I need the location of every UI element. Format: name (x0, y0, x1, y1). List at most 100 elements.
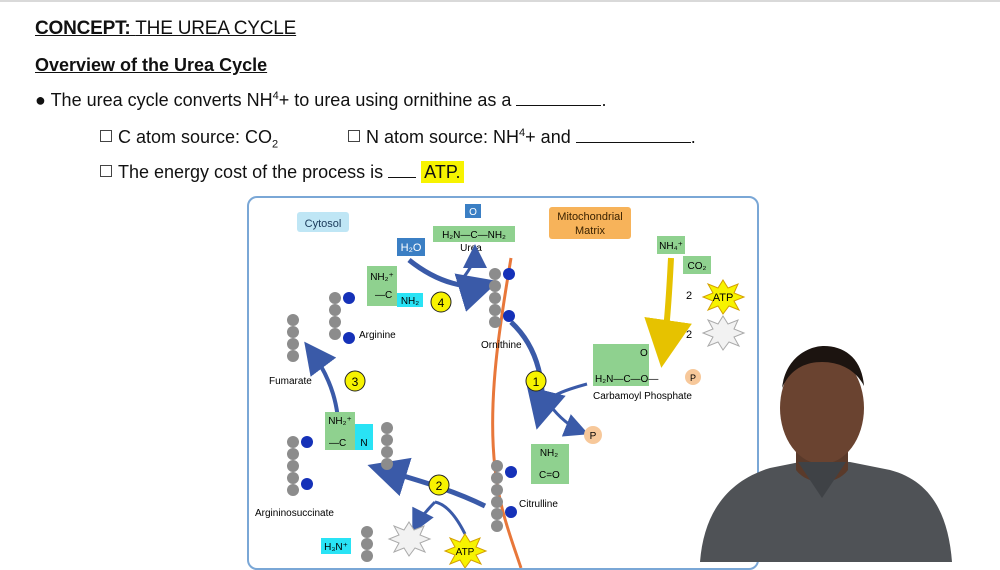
argsucc-nh-box (355, 424, 373, 450)
presenter-shirt (700, 460, 952, 562)
n-atom-sup: 4 (519, 127, 526, 139)
presenter-video (690, 330, 960, 562)
main-bullet-text-a: The urea cycle converts NH (50, 90, 273, 110)
step-2-marker (428, 474, 450, 496)
atp-in-arrow (434, 500, 467, 535)
argsucc-box (325, 412, 355, 450)
step-3-marker (344, 370, 366, 392)
bullet-dot-icon: ● (35, 90, 46, 110)
mitochondrial-membrane (491, 257, 523, 568)
energy-text: The energy cost of the process is (118, 162, 384, 182)
urea-cycle-diagram: Cytosol Mitochondrial Matrix O H₂N—C—NH₂… (247, 196, 759, 570)
arginine-c: —C (375, 290, 392, 301)
adp-count: 2 (686, 329, 692, 341)
energy-item: The energy cost of the process is ATP. (100, 161, 464, 183)
argsucc-n: N (360, 438, 367, 449)
atp-star-cyto (443, 533, 488, 568)
main-bullet-sup: 4 (272, 90, 279, 102)
h2o-label: H₂O (401, 242, 422, 254)
nh4-label: NH₄⁺ (659, 241, 683, 252)
atp-count: 2 (686, 290, 692, 302)
diagram-svg: Cytosol Mitochondrial Matrix O H₂N—C—NH₂… (255, 204, 746, 568)
mito-label-1: Mitochondrial (557, 211, 622, 223)
pi-label-2: P (690, 373, 696, 383)
argsucc-c: —C (329, 438, 346, 449)
citrulline-co: C=O (539, 470, 560, 481)
checkbox-icon (100, 165, 112, 177)
arginine-nh2-top: NH₂⁺ (370, 272, 394, 283)
atp-label-mito: ATP (713, 292, 734, 304)
arginine-nh2: NH₂ (401, 296, 419, 307)
mito-label-2: Matrix (575, 225, 605, 237)
fumarate-label: Fumarate (269, 376, 312, 387)
urea-formula: H₂N—C—NH₂ (442, 230, 506, 241)
carbamoyl-oxygen: O (640, 348, 648, 359)
c-atom-text: C atom source: CO (118, 127, 273, 147)
urea-oxygen: O (469, 207, 477, 218)
mito-label-bg (549, 207, 631, 239)
aspartate-nh3-box (321, 538, 351, 554)
blank-line (388, 162, 417, 178)
step-2-label: 2 (436, 479, 443, 493)
urea-oxygen-box (465, 204, 481, 218)
adp-star-mito (701, 315, 746, 351)
argininosuccinate-label: Argininosuccinate (255, 508, 334, 519)
urea-label: Urea (460, 243, 482, 254)
concept-title: THE UREA CYCLE (135, 18, 297, 39)
step-1-label: 1 (533, 375, 540, 389)
main-bullet: ● The urea cycle converts NH4+ to urea u… (35, 90, 606, 111)
carbamoyl-box (593, 344, 649, 386)
n-atom-item: N atom source: NH4+ and . (348, 127, 696, 148)
citrulline-box (531, 444, 569, 484)
c-atom-sub: 2 (272, 138, 279, 151)
blank-line (516, 90, 602, 106)
n-atom-text: N atom source: NH (366, 127, 520, 147)
presenter-svg (700, 346, 952, 562)
pi-circle-1 (584, 426, 602, 444)
n-atom-end: . (690, 127, 696, 147)
cytosol-label: Cytosol (305, 218, 342, 230)
step-1-marker (525, 370, 547, 392)
page-title: CONCEPT: THE UREA CYCLE (35, 18, 296, 40)
section-subtitle: Overview of the Urea Cycle (35, 55, 268, 75)
h2o-box (397, 238, 425, 256)
presenter-hair (782, 346, 864, 388)
amp-out-arrow (412, 500, 437, 534)
carbamoyl-formula: H₂N—C—O— (595, 374, 658, 385)
pi-circle-2 (685, 369, 701, 385)
ornithine-chain (489, 268, 515, 328)
aspartate-chain (361, 526, 373, 562)
arginine-chain (329, 292, 355, 344)
urea-release-arrow (461, 244, 487, 279)
nh4-box (657, 236, 685, 254)
main-bullet-text-b: + to urea using ornithine as a (278, 90, 512, 110)
atp-highlight: ATP. (421, 161, 464, 183)
arginine-guanidino-box (367, 266, 397, 306)
aspartate-nh3: H₃N⁺ (324, 542, 348, 553)
amp-star-cyto (387, 521, 432, 557)
n-atom-text-b: + and (525, 127, 571, 147)
top-rule (0, 0, 1000, 2)
argsucc-nh2: NH₂⁺ (328, 416, 352, 427)
concept-label: CONCEPT: (35, 18, 131, 39)
citrulline-nh2: NH₂ (540, 448, 558, 459)
blank-line (575, 127, 691, 143)
cytosol-label-bg (297, 212, 349, 232)
mito-input-arrow (644, 257, 692, 368)
step-4-marker (430, 291, 452, 313)
fumarate-chain (287, 314, 299, 362)
pi-label-1: P (590, 431, 597, 442)
citrulline-chain (491, 460, 517, 532)
atp-star-mito (701, 279, 746, 315)
atp-label-cyto: ATP (456, 547, 475, 558)
arginine-nh2-box (397, 293, 423, 307)
presenter-collar (798, 462, 846, 498)
co2-label: CO₂ (688, 261, 707, 272)
carbamoyl-label: Carbamoyl Phosphate (593, 391, 692, 402)
ornithine-label: Ornithine (481, 340, 522, 351)
carbamoyl-in-arrow (543, 382, 588, 405)
pi-release-arrow (547, 403, 589, 437)
step-3-label: 3 (352, 375, 359, 389)
presenter-head (780, 352, 864, 464)
citrulline-label: Citrulline (519, 499, 558, 510)
